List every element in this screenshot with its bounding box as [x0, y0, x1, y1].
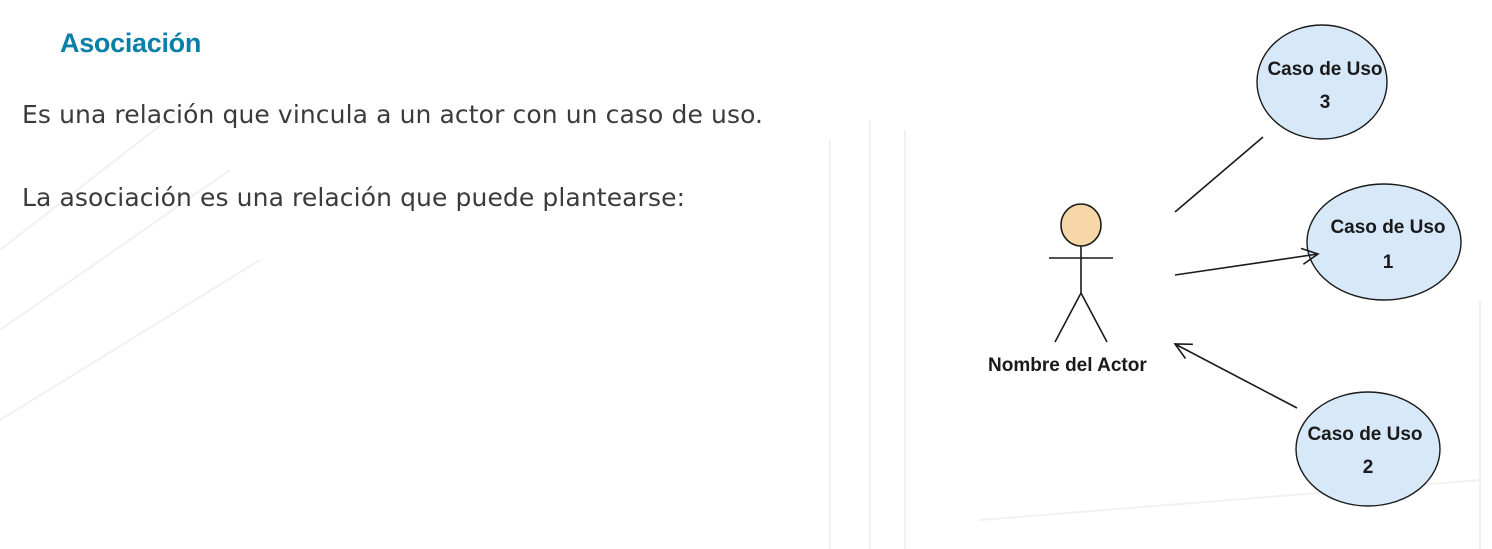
paragraph-definition: Es una relación que vincula a un actor c… — [22, 100, 764, 129]
use-case-2: Caso de Uso 2 — [1295, 391, 1441, 507]
actor-head — [1060, 203, 1102, 247]
actor-label: Nombre del Actor — [988, 355, 1147, 376]
use-case-3: Caso de Uso 3 — [1256, 24, 1388, 140]
use-case-2-label: Caso de Uso — [1307, 424, 1422, 445]
actor-left-leg — [1054, 292, 1082, 343]
use-case-3-ellipse — [1256, 24, 1388, 140]
use-case-1-label: Caso de Uso — [1330, 217, 1445, 238]
association-arrow-to-use-case-1 — [1174, 247, 1320, 276]
use-case-1-ellipse — [1306, 183, 1462, 301]
use-case-1-number: 1 — [1383, 252, 1394, 273]
use-case-1: Caso de Uso 1 — [1306, 183, 1462, 301]
association-line-use-case-3 — [1174, 136, 1264, 213]
actor-figure — [1049, 203, 1113, 343]
use-case-3-label: Caso de Uso — [1267, 59, 1382, 80]
association-arrow-to-actor — [1173, 343, 1298, 409]
actor-right-leg — [1080, 292, 1108, 343]
use-case-2-ellipse — [1295, 391, 1441, 507]
use-case-2-number: 2 — [1363, 457, 1374, 478]
use-case-3-number: 3 — [1320, 92, 1331, 113]
section-heading: Asociación — [60, 28, 202, 58]
paragraph-intro: La asociación es una relación que puede … — [22, 183, 686, 212]
